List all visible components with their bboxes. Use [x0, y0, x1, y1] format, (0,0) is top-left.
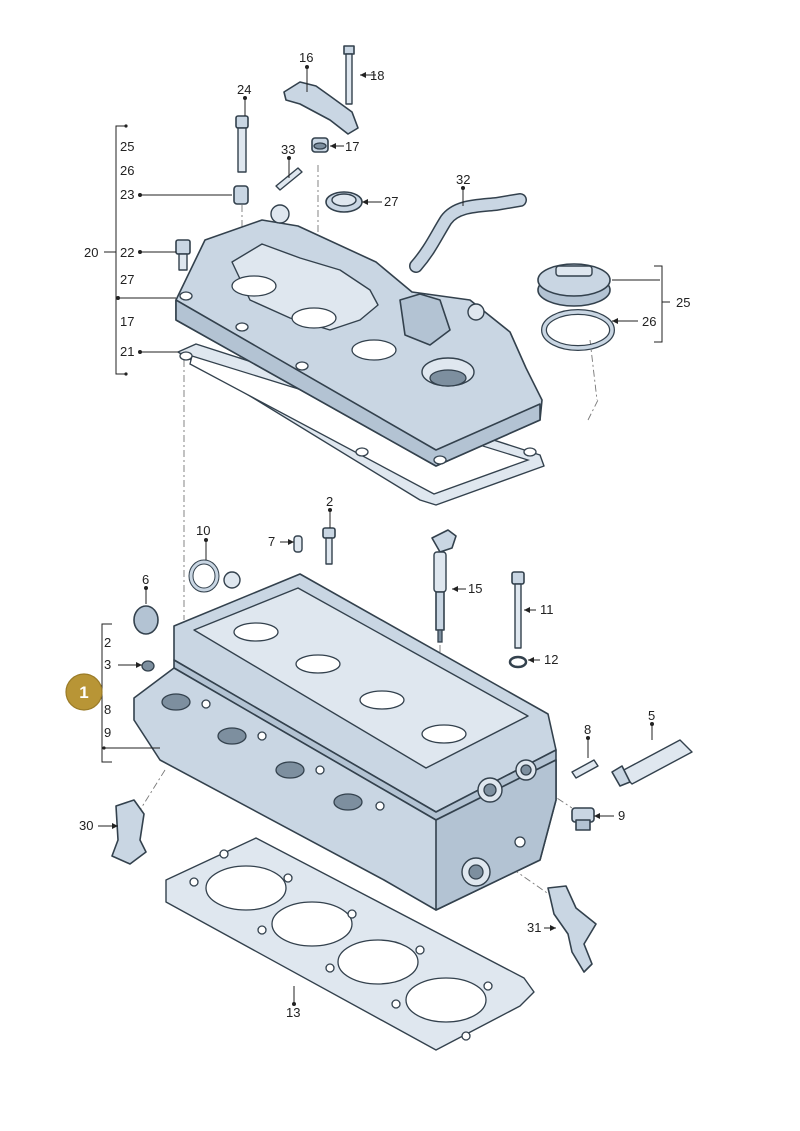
bolt-18	[343, 45, 355, 105]
callout-8-right: 8	[584, 722, 591, 737]
cover-stud	[270, 204, 290, 224]
plug-9	[571, 807, 595, 831]
callout-30: 30	[79, 818, 93, 833]
callout-23: 23	[120, 187, 134, 202]
callout-17-left: 17	[120, 314, 134, 329]
callout-2-left: 2	[104, 635, 111, 650]
cover-port-2	[291, 307, 337, 329]
callout-15: 15	[468, 581, 482, 596]
bolt-22	[175, 239, 191, 271]
bolt-11	[511, 571, 525, 649]
bolt-24	[235, 115, 249, 173]
callout-25-left: 25	[120, 139, 134, 154]
callout-16: 16	[299, 50, 313, 65]
callout-11: 11	[540, 602, 554, 617]
callout-24: 24	[237, 82, 251, 97]
callout-12: 12	[544, 652, 558, 667]
bracket-30	[111, 799, 147, 865]
stud-33	[275, 167, 303, 191]
callout-21: 21	[120, 344, 134, 359]
washer-12	[508, 655, 528, 669]
callout-9-left: 9	[104, 725, 111, 740]
callout-labels: 16 18 17 24 33 27 32 25 26 23 20 22 27 1…	[79, 50, 690, 1020]
injector-15	[431, 529, 457, 643]
arrow-heads	[112, 72, 618, 931]
callout-2-top: 2	[326, 494, 333, 509]
callout-32: 32	[456, 172, 470, 187]
callout-26-right: 26	[642, 314, 656, 329]
oil-filler-cap-25	[537, 263, 611, 307]
callout-18: 18	[370, 68, 384, 83]
callout-25-right: 25	[676, 295, 690, 310]
cover-port-1	[231, 275, 277, 297]
stud-8	[571, 759, 599, 779]
badge-label: 1	[79, 683, 88, 702]
part-badge: 1	[65, 673, 103, 711]
callout-33: 33	[281, 142, 295, 157]
bolt-2	[322, 527, 336, 565]
sealant-tube-5	[611, 739, 693, 787]
valve-cover	[175, 204, 543, 467]
callout-22: 22	[120, 245, 134, 260]
callout-31: 31	[527, 920, 541, 935]
cover-port-3	[351, 339, 397, 361]
plug-6	[133, 605, 159, 635]
callout-27-left: 27	[120, 272, 134, 287]
callout-17-top: 17	[345, 139, 359, 154]
head-gasket-13	[165, 837, 535, 1051]
callout-9-right: 9	[618, 808, 625, 823]
pin-7	[293, 535, 303, 553]
plug-3	[141, 660, 155, 672]
grommet-17	[311, 137, 329, 153]
callout-8-left: 8	[104, 702, 111, 717]
callout-13: 13	[286, 1005, 300, 1020]
bracket-31	[547, 885, 597, 973]
callout-20: 20	[84, 245, 98, 260]
callout-7: 7	[268, 534, 275, 549]
seal-cap-27	[325, 191, 363, 213]
grommet-23	[233, 185, 249, 205]
callout-6: 6	[142, 572, 149, 587]
cylinder-head	[133, 571, 557, 911]
bracket-16	[283, 81, 359, 135]
callout-10: 10	[196, 523, 210, 538]
callout-5: 5	[648, 708, 655, 723]
callout-26-left: 26	[120, 163, 134, 178]
seal-ring-10	[188, 559, 220, 593]
callout-27-right: 27	[384, 194, 398, 209]
callout-3: 3	[104, 657, 111, 672]
